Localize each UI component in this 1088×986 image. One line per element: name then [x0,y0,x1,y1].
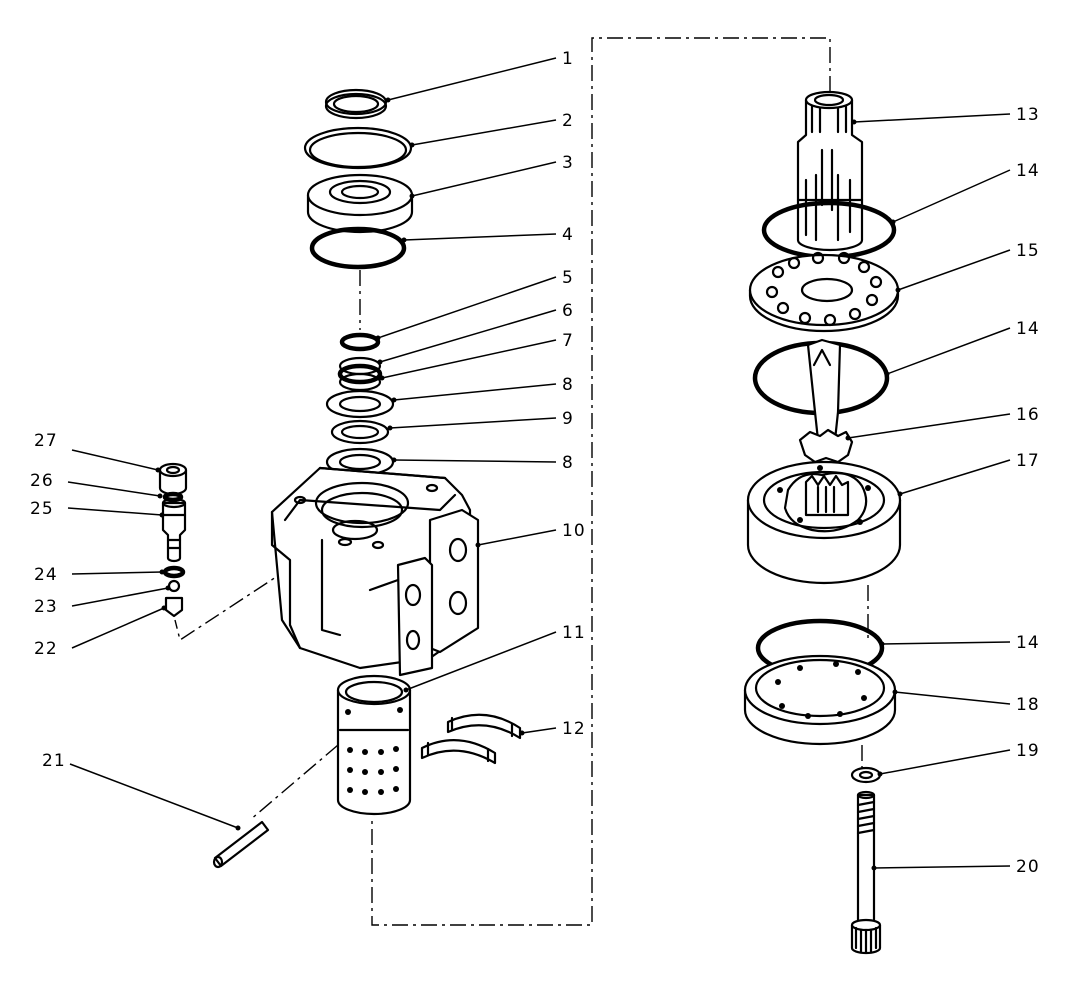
callout-9: 9 [562,409,574,429]
callout-14-middle: 14 [1016,319,1040,339]
callout-13: 13 [1016,105,1040,125]
part-4-o-ring [309,226,407,270]
part-3-bearing-cap [306,173,414,234]
part-10-valve-housing [270,466,480,677]
callout-8-lower: 8 [562,453,574,473]
plate-holes [765,251,883,327]
callout-23: 23 [34,597,58,617]
callout-14-lower: 14 [1016,633,1040,653]
callout-4: 4 [562,225,574,245]
callout-1: 1 [562,49,574,69]
parts-5-9-seal-stack [325,332,395,477]
callout-16: 16 [1016,405,1040,425]
leader-dots [155,97,903,871]
part-2-ring [303,126,413,170]
callout-18: 18 [1016,695,1040,715]
part-13-splined-shaft [796,90,864,252]
callout-19: 19 [1016,741,1040,761]
part-17-gerotor [746,460,902,585]
callout-22: 22 [34,639,58,659]
part-15-spacer-plate [748,251,900,333]
callout-12: 12 [562,719,586,739]
callout-20: 20 [1016,857,1040,877]
callout-11: 11 [562,623,586,643]
callout-15: 15 [1016,241,1040,261]
sleeve-holes [345,707,403,795]
callout-6: 6 [562,301,574,321]
callout-labels: 1 2 3 4 5 6 7 8 9 8 10 11 12 13 14 15 14… [30,49,1040,877]
part-1-seal-ring [324,88,388,120]
callout-27: 27 [34,431,58,451]
leader-lines [67,57,1011,869]
part-12-springs [420,713,522,765]
parts-22-27-relief-valve [158,462,188,618]
callout-21: 21 [42,751,66,771]
callout-10: 10 [562,521,586,541]
callout-26: 26 [30,471,54,491]
part-16-drive [798,338,854,464]
callout-3: 3 [562,153,574,173]
part-18-end-cap [743,654,897,746]
callout-8-upper: 8 [562,375,574,395]
part-20-cap-screw [850,790,882,955]
callout-17: 17 [1016,451,1040,471]
part-11-sleeve [336,674,412,816]
callout-7: 7 [562,331,574,351]
callout-2: 2 [562,111,574,131]
part-21-pin [212,820,270,869]
callout-5: 5 [562,268,574,288]
callout-25: 25 [30,499,54,519]
part-19-washer [850,766,882,784]
callout-14-top: 14 [1016,161,1040,181]
callout-24: 24 [34,565,58,585]
